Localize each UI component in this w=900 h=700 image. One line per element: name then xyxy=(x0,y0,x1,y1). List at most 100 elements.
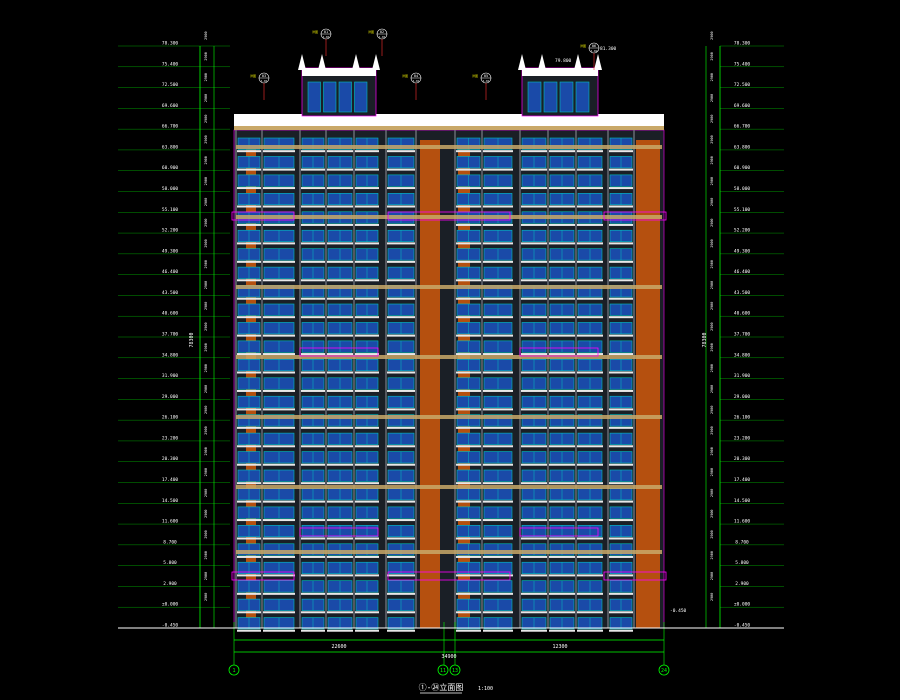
sill-line xyxy=(387,223,415,226)
sill-line xyxy=(237,463,261,466)
sill-line xyxy=(609,482,633,485)
sill-line xyxy=(456,408,481,411)
floor-height-label: 2900 xyxy=(204,385,208,393)
elevation-label: 60.900 xyxy=(734,165,751,171)
elevation-label: 75.400 xyxy=(734,61,751,67)
horizontal-band xyxy=(236,355,662,359)
sill-line xyxy=(327,592,353,595)
sill-line xyxy=(237,500,261,503)
sill-line xyxy=(549,168,575,171)
sill-line xyxy=(355,500,379,503)
sill-line xyxy=(483,463,513,466)
tower-finial xyxy=(574,54,582,70)
tower-cap xyxy=(302,68,376,76)
elevation-label: 49.300 xyxy=(734,248,751,254)
sill-line xyxy=(327,408,353,411)
sill-line xyxy=(301,187,325,190)
floor-height-label: 2900 xyxy=(204,115,208,123)
sill-line xyxy=(263,205,295,208)
sill-line xyxy=(355,260,379,263)
parapet-elevation: 79.800 xyxy=(555,58,572,64)
sill-line xyxy=(483,592,513,595)
sill-line xyxy=(387,260,415,263)
sill-line xyxy=(301,445,325,448)
ground-elevation-right: -0.450 xyxy=(670,608,687,614)
sill-line xyxy=(263,408,295,411)
elevation-label: 5.800 xyxy=(735,560,749,566)
sill-line xyxy=(263,445,295,448)
sill-line xyxy=(609,611,633,614)
sill-line xyxy=(263,316,295,319)
sill-line xyxy=(327,334,353,337)
sill-line xyxy=(263,537,295,540)
sill-line xyxy=(355,463,379,466)
sill-line xyxy=(263,279,295,282)
floor-height-label: 2900 xyxy=(710,52,714,60)
sill-line xyxy=(521,242,547,245)
axis-label-24: 24 xyxy=(661,668,667,674)
sill-line xyxy=(237,371,261,374)
floor-height-label: 2900 xyxy=(710,385,714,393)
sill-line xyxy=(456,500,481,503)
sill-line xyxy=(456,205,481,208)
sill-line xyxy=(301,334,325,337)
sill-line xyxy=(609,242,633,245)
elevation-label: 37.700 xyxy=(162,332,179,338)
refuge-floor-outline xyxy=(231,211,295,221)
sill-line xyxy=(301,463,325,466)
tower-cap xyxy=(522,68,598,76)
tower-finial xyxy=(372,54,380,70)
sill-line xyxy=(355,150,379,153)
elevation-label: 23.200 xyxy=(734,435,751,441)
elevation-label: 60.900 xyxy=(162,165,179,171)
elevation-label: ±0.000 xyxy=(162,602,179,608)
sill-line xyxy=(577,611,603,614)
sill-line xyxy=(549,463,575,466)
tower-window xyxy=(559,81,574,113)
sill-line xyxy=(609,519,633,522)
sill-line xyxy=(577,371,603,374)
sill-line xyxy=(387,187,415,190)
sill-line xyxy=(301,150,325,153)
floor-height-label: 2900 xyxy=(710,260,714,268)
sill-line xyxy=(301,500,325,503)
sill-line xyxy=(456,279,481,282)
floor-height-label: 2900 xyxy=(710,94,714,102)
elevation-label: 2.900 xyxy=(163,581,177,587)
sill-line xyxy=(237,334,261,337)
floor-height-label: 2900 xyxy=(204,530,208,538)
sill-line xyxy=(237,223,261,226)
sill-line xyxy=(237,279,261,282)
sill-line xyxy=(237,187,261,190)
horizontal-band xyxy=(236,550,662,554)
sill-line xyxy=(609,168,633,171)
elevation-label: 66.700 xyxy=(162,124,179,130)
sill-line xyxy=(483,316,513,319)
sill-line xyxy=(521,297,547,300)
sill-line xyxy=(355,223,379,226)
sill-line xyxy=(387,445,415,448)
axis-label-1: 1 xyxy=(232,668,235,674)
sill-line xyxy=(387,297,415,300)
sill-line xyxy=(355,168,379,171)
floor-height-label: 2900 xyxy=(204,94,208,102)
sill-line xyxy=(263,574,295,577)
elevation-label: 37.700 xyxy=(734,332,751,338)
elevation-label: 75.400 xyxy=(162,61,179,67)
sill-line xyxy=(483,279,513,282)
sill-line xyxy=(387,463,415,466)
elevation-label: 29.000 xyxy=(162,394,179,400)
tower-finial xyxy=(518,54,526,70)
sill-line xyxy=(456,426,481,429)
sill-line xyxy=(577,500,603,503)
sill-line xyxy=(609,537,633,540)
sill-line xyxy=(609,500,633,503)
sill-line xyxy=(263,353,295,356)
floor-height-label: 2900 xyxy=(204,239,208,247)
sill-line xyxy=(301,205,325,208)
sill-line xyxy=(387,426,415,429)
sill-line xyxy=(549,426,575,429)
sill-line xyxy=(577,187,603,190)
sill-line xyxy=(263,629,295,632)
sill-line xyxy=(577,408,603,411)
